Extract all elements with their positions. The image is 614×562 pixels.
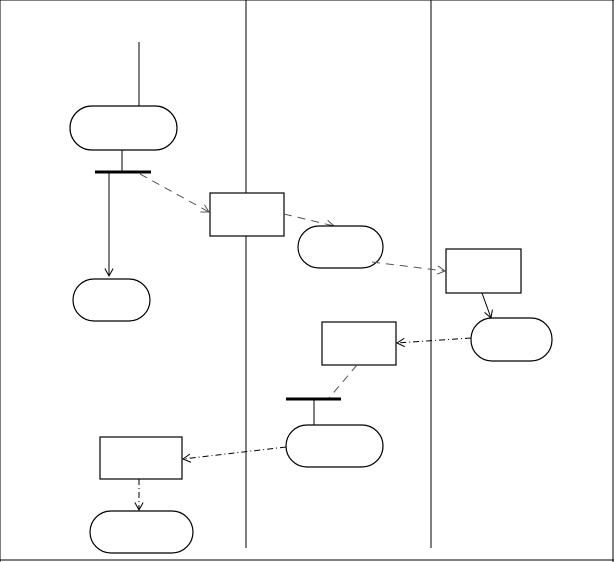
object-node-4 xyxy=(99,436,183,480)
object-node-3 xyxy=(321,321,397,366)
object-node-1 xyxy=(209,192,285,237)
lane-2 xyxy=(181,192,447,468)
edge-action-2-to-object-2 xyxy=(371,261,447,275)
lane-3 xyxy=(395,248,553,362)
action-node-6 xyxy=(89,510,194,554)
action-node-1 xyxy=(69,105,178,151)
object-node-2 xyxy=(445,248,522,294)
edge-object-3-to-fork-2 xyxy=(328,364,358,399)
action-node-3 xyxy=(72,278,151,322)
edge-object-2-to-action-4 xyxy=(481,292,493,319)
lane-1 xyxy=(69,42,210,554)
action-node-4 xyxy=(470,317,553,362)
edge-fork-1-to-object-1 xyxy=(139,173,210,213)
action-node-5 xyxy=(285,424,384,468)
action-node-2 xyxy=(297,225,384,269)
edge-object-1-to-action-2 xyxy=(283,213,336,229)
edge-action-5-to-object-4 xyxy=(181,446,287,463)
edge-action-4-to-object-3 xyxy=(395,337,472,348)
